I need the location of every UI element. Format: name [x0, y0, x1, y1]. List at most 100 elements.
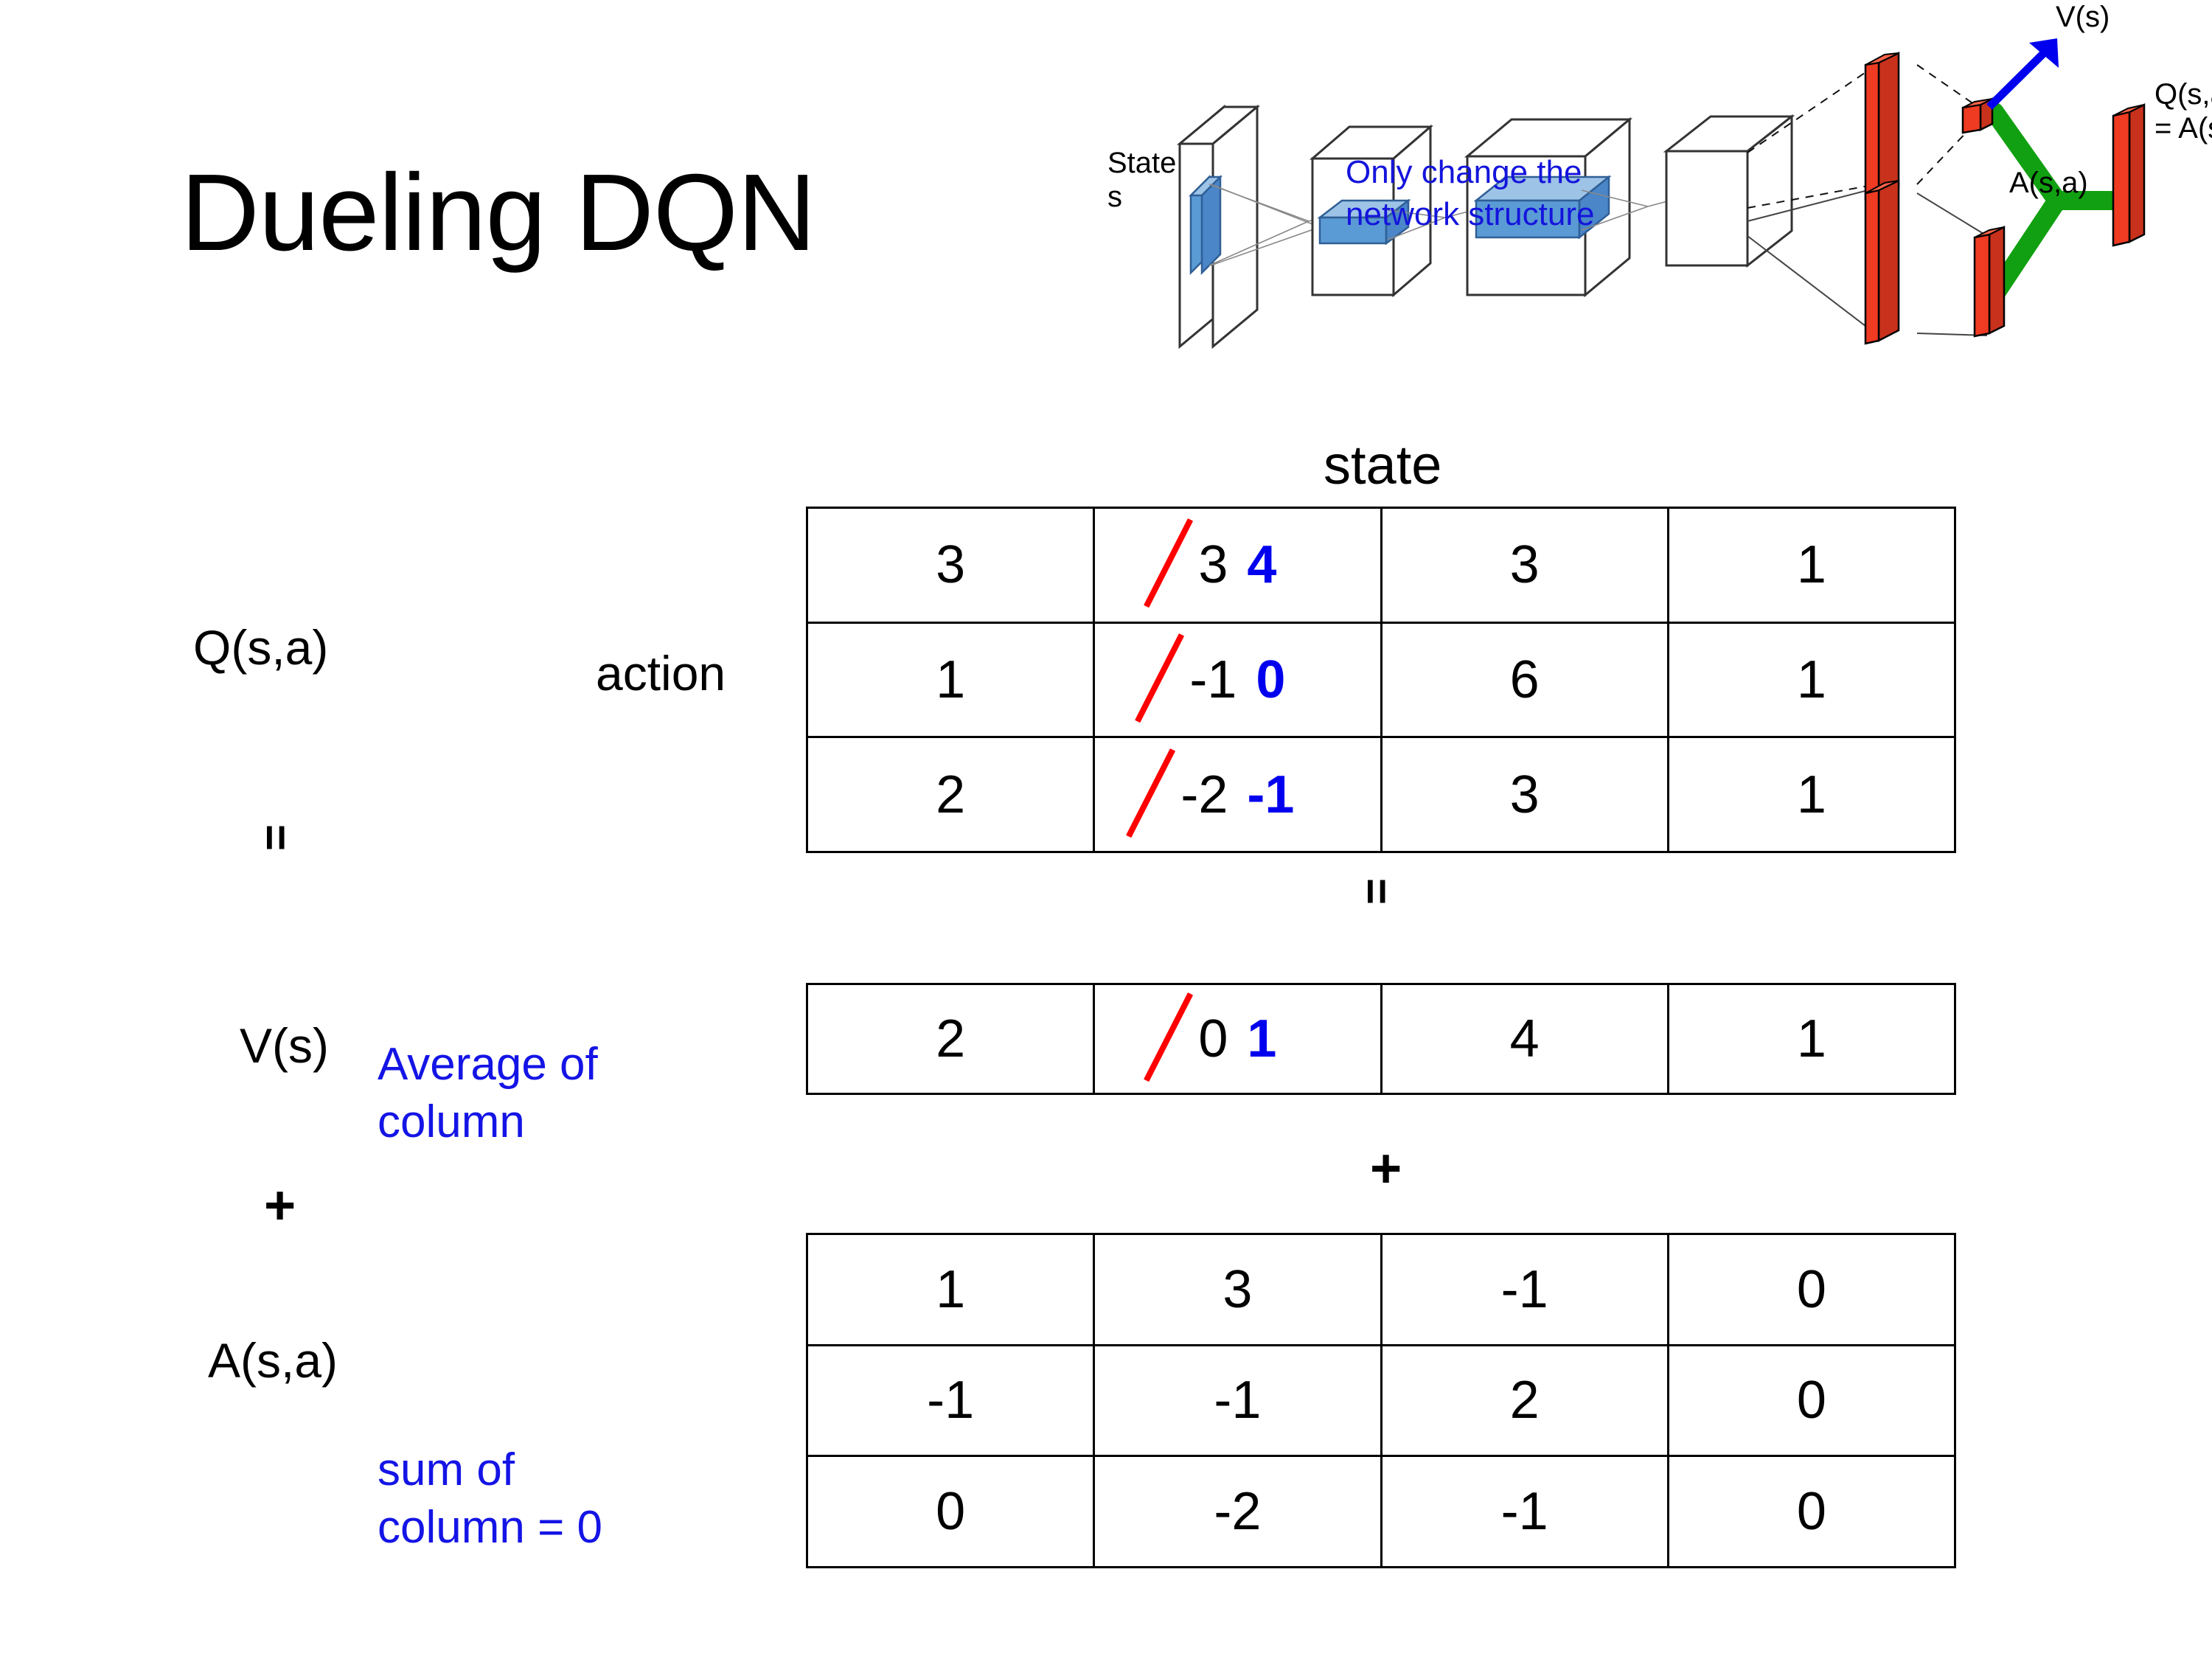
- a-cell-r2c3[interactable]: 0: [1666, 1455, 1957, 1568]
- q-cell-r1c2[interactable]: 6: [1380, 621, 1669, 739]
- cell-value: 3: [1222, 1259, 1253, 1319]
- a-cell-r2c1[interactable]: -2: [1093, 1455, 1382, 1568]
- a-value-table[interactable]: 1 3 -1 0 -1 -1 2 0 0 -2 -1 0: [805, 1233, 1957, 1568]
- value-output-unit-icon: [1961, 97, 1994, 134]
- state-input-label: State s: [1107, 147, 1177, 213]
- value-hidden-bar-icon: [1864, 52, 1900, 201]
- cell-value: 3: [1509, 765, 1540, 824]
- table-row[interactable]: 1 -1 0 6 1: [805, 621, 1957, 739]
- q-cell-r1c1[interactable]: -1 0: [1093, 621, 1382, 739]
- a-function-label: A(s,a): [208, 1333, 338, 1388]
- a-cell-r1c0[interactable]: -1: [805, 1343, 1096, 1458]
- q-function-label: Q(s,a): [193, 620, 329, 675]
- cell-value: 4: [1509, 1009, 1540, 1068]
- table-row[interactable]: 2 0 1 4 1: [805, 983, 1957, 1095]
- cell-value: -1: [1500, 1482, 1548, 1542]
- cell-value: 1: [1796, 535, 1826, 595]
- network-change-note: Only change the network structure: [1346, 154, 1595, 233]
- cell-value: 1: [1796, 650, 1826, 709]
- average-of-column-note: Average of column: [378, 1039, 598, 1147]
- q-output-bar-icon: [2112, 102, 2146, 247]
- v-cell-c0[interactable]: 2: [805, 983, 1096, 1095]
- a-table-body: 1 3 -1 0 -1 -1 2 0 0 -2 -1 0: [805, 1233, 1957, 1568]
- a-cell-r1c2[interactable]: 2: [1380, 1343, 1669, 1458]
- network-svg: [1176, 38, 2146, 349]
- a-cell-r0c2[interactable]: -1: [1380, 1233, 1669, 1346]
- cell-value: 6: [1509, 650, 1540, 709]
- cell-value: 2: [1509, 1371, 1540, 1430]
- a-cell-r0c3[interactable]: 0: [1666, 1233, 1957, 1346]
- cell-value: 1: [936, 1259, 966, 1319]
- cell-value: 3: [1509, 535, 1540, 595]
- q-table-body: 3 3 4 3 1 1 -1 0 6 1 2 -2 -1 3 1: [805, 507, 1957, 853]
- value-output-label: V(s): [2056, 1, 2110, 33]
- v-cell-c3[interactable]: 1: [1666, 983, 1957, 1095]
- a-cell-r2c2[interactable]: -1: [1380, 1455, 1669, 1568]
- struck-old-value: -1: [1135, 633, 1237, 723]
- cell-value: 0: [1796, 1259, 1826, 1319]
- struck-old-value: 3: [1144, 518, 1228, 608]
- value-arrow-icon: [1986, 38, 2059, 110]
- q-cell-r1c0[interactable]: 1: [805, 621, 1096, 739]
- conv-patch-2-icon: [1473, 175, 1612, 240]
- corrected-value: 1: [1247, 1009, 1277, 1068]
- cell-value: 2: [936, 765, 966, 824]
- cell-value: 3: [936, 535, 966, 595]
- q-cell-r2c1[interactable]: -2 -1: [1093, 736, 1382, 853]
- conv-patch-1-icon: [1317, 198, 1411, 246]
- plus-sign-left: +: [264, 1175, 296, 1236]
- q-cell-r2c2[interactable]: 3: [1380, 736, 1669, 853]
- a-cell-r1c1[interactable]: -1: [1093, 1343, 1382, 1458]
- cell-value: -2: [1214, 1482, 1262, 1542]
- a-cell-r0c0[interactable]: 1: [805, 1233, 1096, 1346]
- q-cell-r0c3[interactable]: 1: [1666, 507, 1957, 624]
- table-row[interactable]: 0 -2 -1 0: [805, 1455, 1957, 1568]
- q-cell-r2c3[interactable]: 1: [1666, 736, 1957, 853]
- cell-value: 1: [936, 650, 966, 709]
- v-cell-c1[interactable]: 0 1: [1093, 983, 1382, 1095]
- input-patch-icon: [1188, 174, 1223, 276]
- table-row[interactable]: 3 3 4 3 1: [805, 507, 1957, 624]
- q-output-label: Q(s,a) = A(s,a)+V(s): [2154, 78, 2212, 145]
- cell-value: -1: [927, 1371, 975, 1430]
- advantage-output-label: A(s,a): [2009, 167, 2088, 199]
- a-cell-r1c3[interactable]: 0: [1666, 1343, 1957, 1458]
- fc-block-icon: [1663, 114, 1795, 268]
- table-row[interactable]: 1 3 -1 0: [805, 1233, 1957, 1346]
- corrected-value: -1: [1247, 765, 1295, 824]
- action-axis-label: action: [596, 646, 726, 700]
- strikethrough-icon: [1135, 633, 1185, 723]
- v-function-label: V(s): [240, 1018, 329, 1073]
- q-cell-r2c0[interactable]: 2: [805, 736, 1096, 853]
- q-cell-r1c3[interactable]: 1: [1666, 621, 1957, 739]
- sum-of-column-note: sum of column = 0: [378, 1444, 603, 1553]
- table-row[interactable]: -1 -1 2 0: [805, 1343, 1957, 1458]
- q-cell-r0c1[interactable]: 3 4: [1093, 507, 1382, 624]
- cell-value: 0: [1796, 1371, 1826, 1430]
- q-cell-r0c0[interactable]: 3: [805, 507, 1096, 624]
- table-row[interactable]: 2 -2 -1 3 1: [805, 736, 1957, 853]
- q-cell-r0c2[interactable]: 3: [1380, 507, 1669, 624]
- v-value-table[interactable]: 2 0 1 4 1: [805, 983, 1957, 1095]
- state-axis-label: state: [1324, 434, 1442, 495]
- cell-value: 0: [1796, 1482, 1826, 1542]
- page-title: Dueling DQN: [181, 152, 816, 274]
- conv-block-1-icon: [1309, 124, 1434, 298]
- cell-value: 1: [1796, 765, 1826, 824]
- merge-junction-icon: [1985, 102, 2126, 305]
- cell-value: -1: [1214, 1371, 1262, 1430]
- strikethrough-icon: [1144, 518, 1194, 608]
- equals-sign-mid: =: [1351, 877, 1402, 905]
- strikethrough-icon: [1126, 748, 1176, 838]
- advantage-hidden-bar-icon: [1864, 179, 1900, 345]
- strikethrough-icon: [1144, 992, 1194, 1082]
- plus-sign-mid: +: [1370, 1138, 1402, 1199]
- struck-old-value: -2: [1126, 748, 1228, 838]
- a-cell-r2c0[interactable]: 0: [805, 1455, 1096, 1568]
- q-value-table[interactable]: 3 3 4 3 1 1 -1 0 6 1 2 -2 -1 3 1: [805, 507, 1957, 853]
- advantage-output-bar-icon: [1973, 225, 2006, 338]
- cell-value: -1: [1500, 1259, 1548, 1319]
- a-cell-r0c1[interactable]: 3: [1093, 1233, 1382, 1346]
- v-cell-c2[interactable]: 4: [1380, 983, 1669, 1095]
- cell-value: 0: [936, 1482, 966, 1542]
